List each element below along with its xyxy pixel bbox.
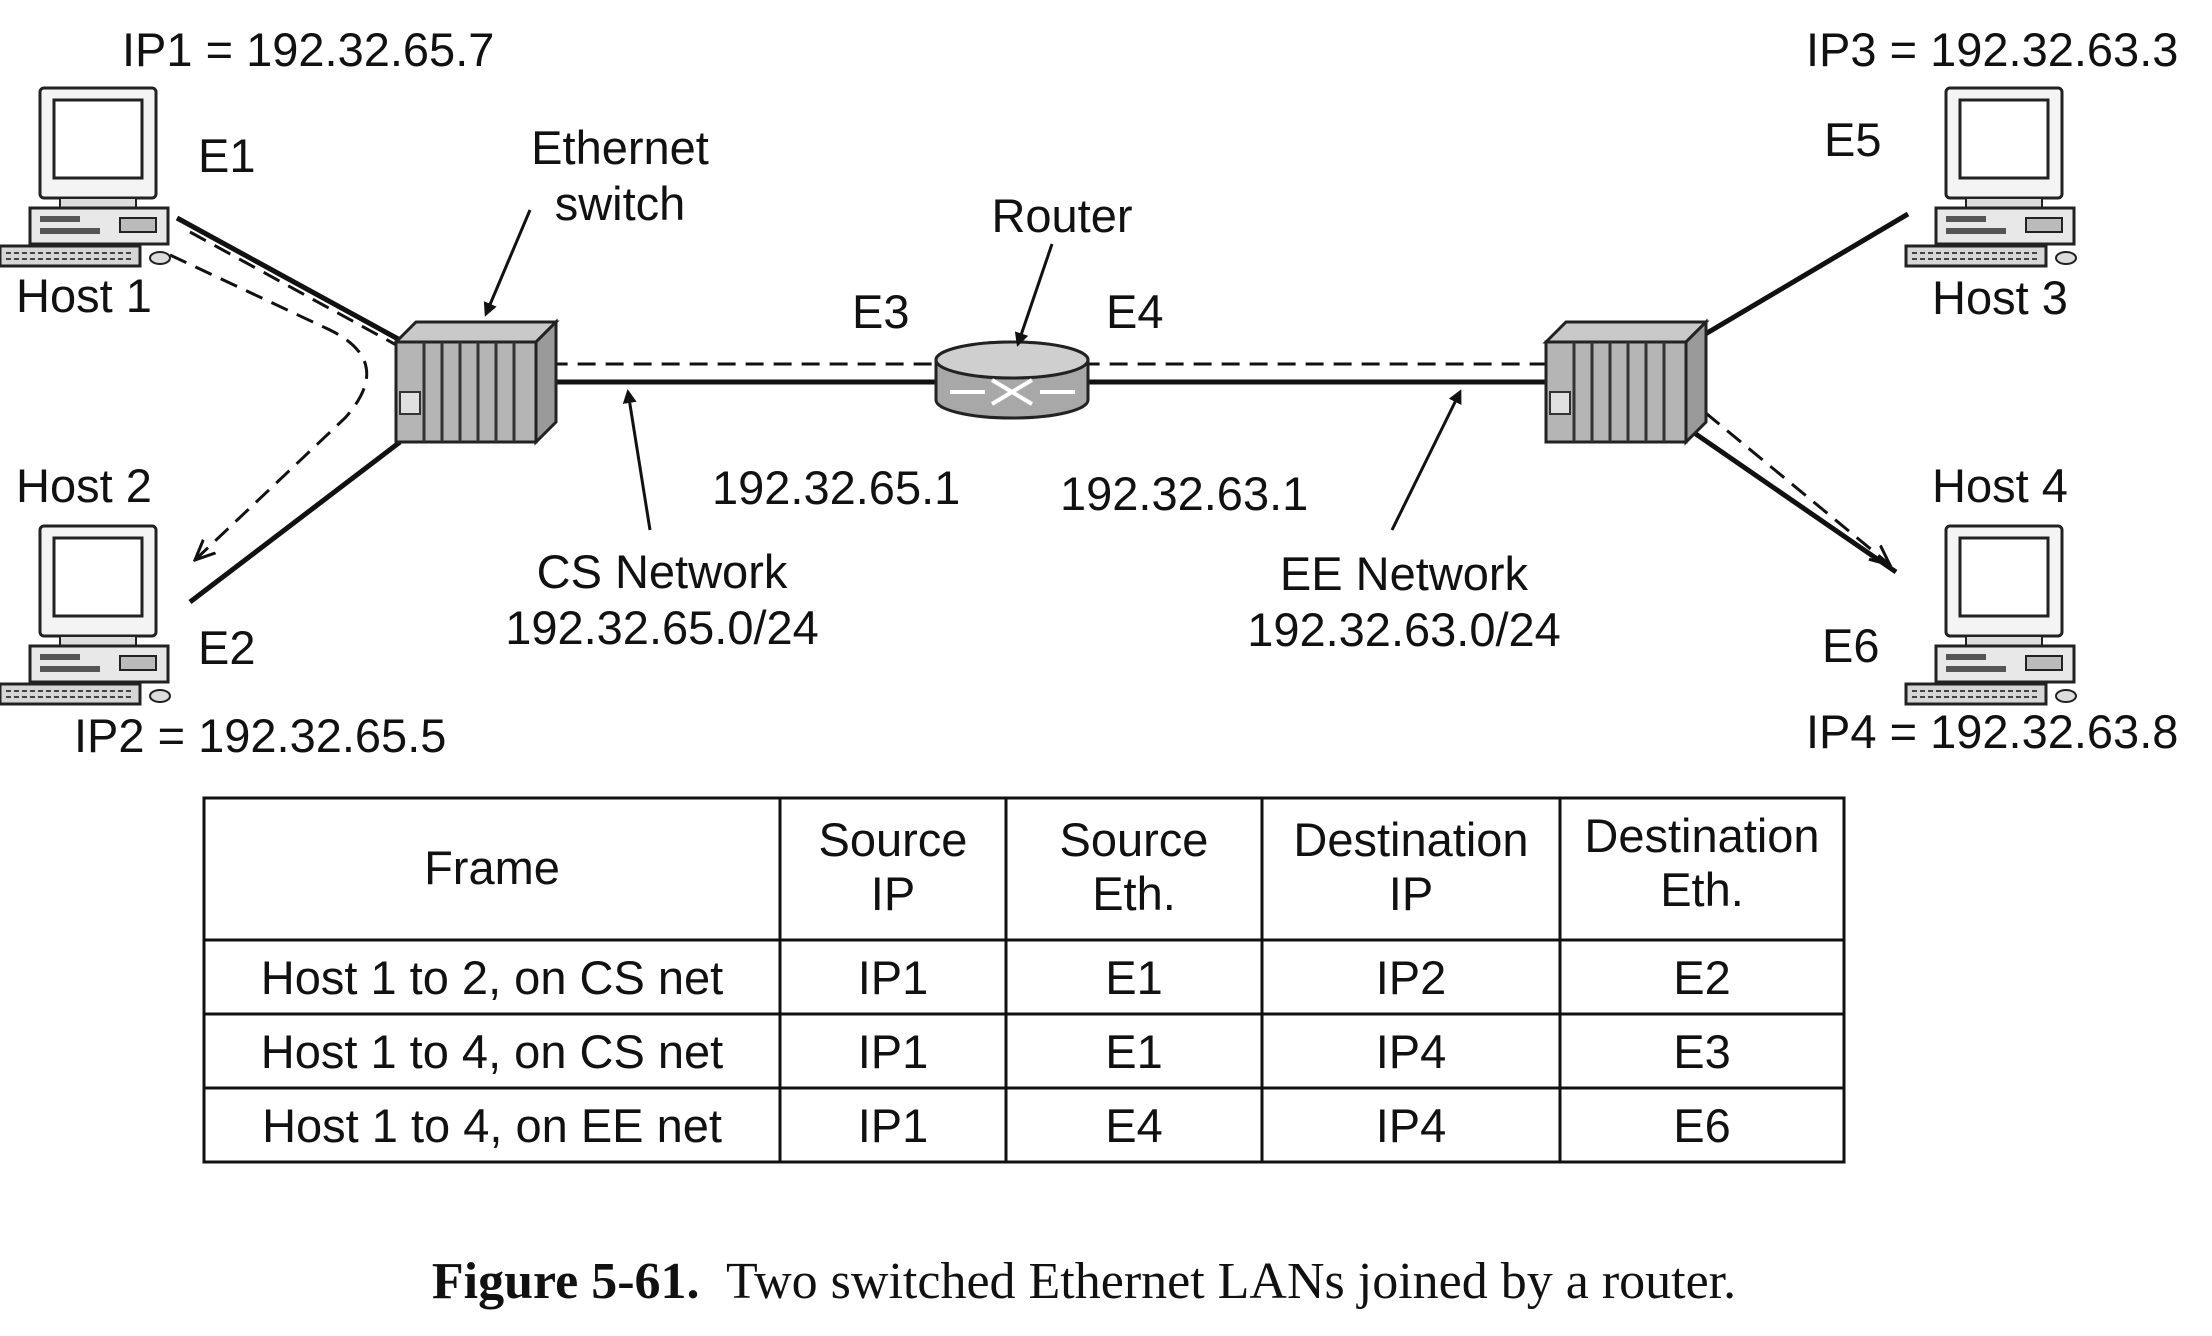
header-dest-ip-line1: Destination bbox=[1293, 813, 1528, 866]
header-dest-eth-line1: Destination bbox=[1584, 809, 1819, 862]
row1-source-eth: E1 bbox=[1105, 951, 1163, 1004]
ethernet-switch-ee-icon bbox=[1544, 320, 1708, 444]
caption-label: Figure 5-61. bbox=[432, 1253, 700, 1310]
links bbox=[175, 211, 1910, 604]
ee-network-prefix: 192.32.63.0/24 bbox=[1247, 603, 1561, 656]
host3-ip-label: IP3 = 192.32.63.3 bbox=[1806, 23, 2178, 76]
link-host1-switch1 bbox=[175, 215, 402, 343]
router-pointer-arrow bbox=[1014, 243, 1054, 347]
host4-ip-label: IP4 = 192.32.63.8 bbox=[1806, 705, 2178, 758]
row3-dest-ip: IP4 bbox=[1376, 1099, 1447, 1152]
figure-caption: Figure 5-61. Two switched Ethernet LANs … bbox=[432, 1253, 1736, 1310]
host1-name-label: Host 1 bbox=[16, 269, 152, 322]
host3-computer-icon bbox=[1904, 86, 2078, 268]
pointer-arrows bbox=[483, 209, 1462, 531]
ee-network-pointer-arrow bbox=[1390, 389, 1462, 531]
header-dest-ip-line2: IP bbox=[1389, 867, 1433, 920]
host1-computer-icon bbox=[0, 86, 172, 268]
cs-network-name: CS Network bbox=[537, 545, 788, 598]
router-eth-right-label: E4 bbox=[1106, 285, 1164, 338]
row2-source-ip: IP1 bbox=[858, 1025, 929, 1078]
header-source-ip-line1: Source bbox=[819, 813, 968, 866]
row3-source-eth: E4 bbox=[1105, 1099, 1163, 1152]
header-source-eth-line1: Source bbox=[1060, 813, 1209, 866]
host1-ip-label: IP1 = 192.32.65.7 bbox=[122, 23, 494, 76]
svg-text:Figure 5-61. Two switche: Figure 5-61. Two switched Ethernet LANs … bbox=[432, 1253, 1736, 1310]
switch-label-line2: switch bbox=[555, 177, 686, 230]
host2-name-label: Host 2 bbox=[16, 459, 152, 512]
host3-eth-label: E5 bbox=[1824, 113, 1882, 166]
router-label: Router bbox=[991, 189, 1132, 242]
cs-network-prefix: 192.32.65.0/24 bbox=[505, 601, 819, 654]
switch-label-line1: Ethernet bbox=[531, 121, 709, 174]
router-ip-left-label: 192.32.65.1 bbox=[712, 461, 960, 514]
host3-name-label: Host 3 bbox=[1932, 271, 2068, 324]
row2-source-eth: E1 bbox=[1105, 1025, 1163, 1078]
row3-frame: Host 1 to 4, on EE net bbox=[262, 1099, 722, 1152]
header-source-eth-line2: Eth. bbox=[1092, 867, 1176, 920]
link-switch2-host4 bbox=[1688, 427, 1898, 575]
row2-dest-eth: E3 bbox=[1673, 1025, 1731, 1078]
row1-source-ip: IP1 bbox=[858, 951, 929, 1004]
router-eth-left-label: E3 bbox=[852, 285, 910, 338]
row3-source-ip: IP1 bbox=[858, 1099, 929, 1152]
header-source-ip-line2: IP bbox=[871, 867, 915, 920]
host4-eth-label: E6 bbox=[1822, 619, 1880, 672]
link-switch2-host3 bbox=[1700, 211, 1910, 339]
host1-eth-label: E1 bbox=[198, 129, 256, 182]
header-frame: Frame bbox=[424, 841, 560, 894]
row2-dest-ip: IP4 bbox=[1376, 1025, 1447, 1078]
row2-frame: Host 1 to 4, on CS net bbox=[261, 1025, 723, 1078]
router-ip-right-label: 192.32.63.1 bbox=[1060, 467, 1308, 520]
row3-dest-eth: E6 bbox=[1673, 1099, 1731, 1152]
host2-eth-label: E2 bbox=[198, 621, 256, 674]
host4-name-label: Host 4 bbox=[1932, 459, 2068, 512]
row1-dest-ip: IP2 bbox=[1376, 951, 1447, 1004]
header-dest-eth-line2: Eth. bbox=[1660, 863, 1744, 916]
router-icon bbox=[934, 340, 1090, 420]
row1-frame: Host 1 to 2, on CS net bbox=[261, 951, 723, 1004]
caption-text: Two switched Ethernet LANs joined by a r… bbox=[726, 1253, 1736, 1310]
diagram-labels: IP1 = 192.32.65.7 E1 Host 1 Host 2 E2 IP… bbox=[16, 23, 2178, 762]
switch-pointer-arrow bbox=[483, 209, 532, 317]
cs-network-pointer-arrow bbox=[622, 389, 652, 531]
frame-path-host1-to-host2 bbox=[169, 253, 369, 560]
host4-computer-icon bbox=[1904, 524, 2078, 706]
host2-ip-label: IP2 = 192.32.65.5 bbox=[74, 709, 446, 762]
host2-computer-icon bbox=[0, 524, 172, 706]
row1-dest-eth: E2 bbox=[1673, 951, 1731, 1004]
ee-network-name: EE Network bbox=[1280, 547, 1529, 600]
ethernet-switch-cs-icon bbox=[394, 320, 558, 444]
frame-table: Frame Source IP Source Eth. Destination … bbox=[202, 796, 1846, 1164]
link-host2-switch1 bbox=[188, 440, 402, 604]
